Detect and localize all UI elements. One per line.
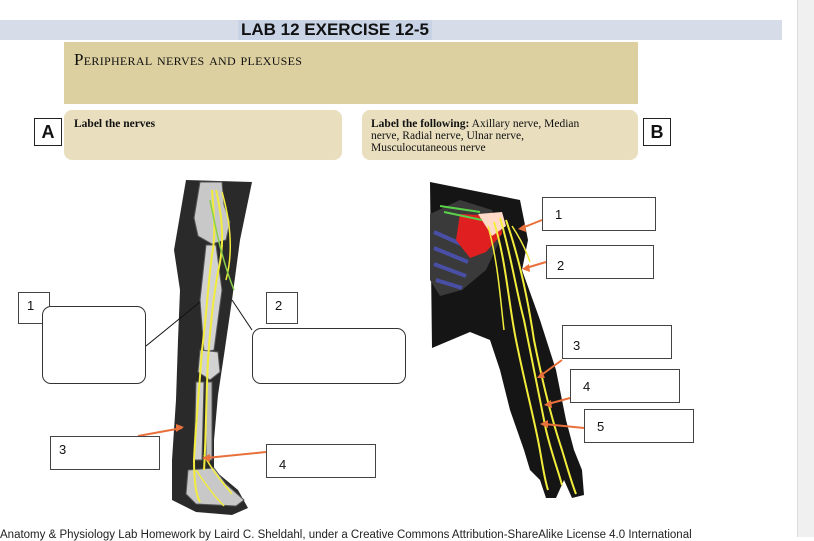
leg-number-4-text: 4 (279, 457, 287, 472)
page-title: LAB 12 EXERCISE 12-5 (238, 20, 433, 40)
leg-number-1-text: 1 (27, 298, 35, 313)
instruction-panel-a: Label the nerves (64, 110, 342, 160)
leg-number-3-text: 3 (59, 442, 67, 457)
arm-number-3-text: 3 (573, 338, 581, 353)
section-banner (64, 42, 638, 104)
arm-illustration (430, 182, 585, 498)
arm-number-1-text: 1 (555, 207, 563, 222)
arm-answer-box-1[interactable]: 1 (542, 197, 656, 231)
instruction-b-text: Label the following: Axillary nerve, Med… (371, 118, 579, 154)
label-b-box: B (643, 118, 671, 146)
leg-answer-box-4[interactable]: 4 (266, 444, 376, 478)
instruction-b-line3: Musculocutaneous nerve (371, 142, 486, 154)
arm-number-4-text: 4 (583, 379, 591, 394)
arm-answer-box-4[interactable]: 4 (570, 369, 680, 403)
instruction-panel-b: Label the following: Axillary nerve, Med… (362, 110, 638, 160)
leg-answer-box-1[interactable] (42, 306, 146, 384)
label-a-box: A (34, 118, 62, 146)
instruction-b-heading: Label the following: (371, 118, 470, 130)
leg-answer-box-2[interactable] (252, 328, 406, 384)
arm-answer-box-2[interactable]: 2 (546, 245, 654, 279)
instruction-a-text: Label the nerves (74, 118, 156, 130)
arm-number-2-text: 2 (557, 258, 565, 273)
leg-illustration (137, 180, 267, 515)
arm-answer-box-5[interactable]: 5 (584, 409, 694, 443)
license-footer: Anatomy & Physiology Lab Homework by Lai… (0, 529, 692, 541)
vertical-scrollbar[interactable] (797, 0, 814, 537)
instruction-b-line1: Axillary nerve, Median (471, 118, 580, 130)
leg-label-number-2: 2 (266, 292, 298, 324)
leg-answer-box-3[interactable]: 3 (50, 436, 160, 470)
arm-number-5-text: 5 (597, 419, 605, 434)
leg-number-2-text: 2 (275, 298, 283, 313)
arm-answer-box-3[interactable]: 3 (562, 325, 672, 359)
section-heading: Peripheral nerves and plexuses (74, 50, 303, 69)
instruction-b-line2: nerve, Radial nerve, Ulnar nerve, (371, 130, 524, 142)
